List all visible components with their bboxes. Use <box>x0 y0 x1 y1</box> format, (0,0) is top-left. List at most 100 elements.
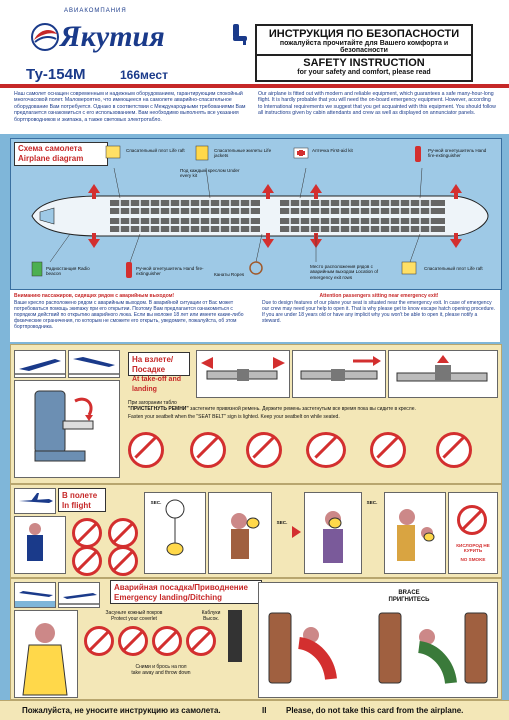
label-ropes: Канаты Ropes <box>214 272 245 277</box>
seat-upright-icon <box>34 390 94 462</box>
no-walking-icon <box>72 518 102 548</box>
belt-panel-2 <box>292 350 386 398</box>
no-phone-icon <box>370 432 406 468</box>
oxygen-mask-wear-icon <box>323 511 343 563</box>
oxygen-step-4 <box>384 492 446 574</box>
no-smoking-panel: КИСЛОРОД НЕ КУРИТЬ NO SMOKE <box>448 492 498 574</box>
emergency-title-en: Emergency landing/Ditching <box>114 593 223 602</box>
seatbelt-ru-prefix: При загорании табло <box>128 400 177 406</box>
diagram-title: Схема самолета Airplane diagram <box>14 142 108 166</box>
emergency-title-ru: Аварийная посадка/Приводнение <box>114 583 249 592</box>
life-raft-bottom-icon <box>401 261 417 275</box>
rope-icon <box>249 261 263 275</box>
footer-page: II <box>262 706 267 715</box>
intro-section: Наш самолет оснащен современным и надежн… <box>0 88 509 134</box>
coverlet-ru: Засуньте кожный покров <box>105 610 163 616</box>
oxygen-step-1 <box>144 492 206 574</box>
diagram-title-en: Airplane diagram <box>18 154 84 163</box>
plane-ditching-icon <box>15 591 55 607</box>
no-high-heels-icon <box>186 626 216 656</box>
oxygen-step-2 <box>208 492 272 574</box>
emergency-landing-title: Аварийная посадка/Приводнение Emergency … <box>110 580 262 604</box>
life-jacket-icon <box>195 145 209 161</box>
fire-extinguisher-icon <box>415 146 421 162</box>
throw-ru: Сними и брось на пол <box>135 664 187 670</box>
seat-count: 166мест <box>120 68 168 82</box>
seatbelt-sign-text: При загорании табло "ПРИСТЕГНУТЬ РЕМНИ" … <box>124 398 496 424</box>
seatback-tray-panel <box>14 380 120 478</box>
oxygen-mask-child-icon <box>397 509 435 561</box>
no-bag-icon <box>72 546 102 576</box>
seat-icon <box>233 24 247 45</box>
airplane-diagram <box>31 145 489 278</box>
exit-row-ru: Ваше кресло расположено рядом с аварийны… <box>14 300 244 330</box>
label-radio: Радиостанция Radio beacon <box>46 266 90 277</box>
takeoff-plane-panel <box>14 350 66 378</box>
heel-ru: Каблуки <box>201 610 221 616</box>
label-under-seat: Под каждым креслом Under every kit <box>180 168 240 179</box>
exit-row-warning: Вниманию пассажиров, сидящих рядом с ава… <box>10 290 500 342</box>
diagram-title-ru: Схема самолета <box>18 144 83 153</box>
no-lavatory-icon <box>108 518 138 548</box>
brace-position-icon <box>268 612 488 685</box>
inflight-title-en: In flight <box>62 501 91 510</box>
exit-row-en: Due to design features of our plane your… <box>262 300 496 324</box>
no-laptop-icon <box>306 432 346 468</box>
radio-beacon-icon <box>31 261 43 277</box>
sec-label-3: SEC. <box>366 500 378 505</box>
en-title-box: SAFETY INSTRUCTION for your safety and c… <box>255 54 473 82</box>
no-pocket-icon <box>108 546 138 576</box>
seatbelt-ru-sign: "ПРИСТЕГНУТЬ РЕМНИ" <box>128 406 189 412</box>
inflight-steward-panel <box>14 516 66 574</box>
no-smoking-en: NO SMOKE <box>460 557 486 562</box>
footer-ru: Пожалуйста, не уносите инструкцию из сам… <box>22 706 221 715</box>
exit-row-ru-title: Вниманию пассажиров, сидящих рядом с ава… <box>14 293 175 299</box>
ru-title-box: ИНСТРУКЦИЯ ПО БЕЗОПАСНОСТИ пожалуйста пр… <box>255 24 473 56</box>
exit-row-en-title: Attention passengers sitting near emerge… <box>319 293 439 299</box>
plane-emergency-icon <box>59 593 99 605</box>
belt-panel-1 <box>196 350 290 398</box>
company-name: Якутия <box>60 20 165 53</box>
label-life-jackets: Спасательные жилеты Life jackets <box>214 148 272 159</box>
inflight-title: В полете In flight <box>58 488 106 512</box>
life-raft-icon <box>105 145 121 159</box>
step-arrow-icon-1 <box>292 526 301 538</box>
ru-title: ИНСТРУКЦИЯ ПО БЕЗОПАСНОСТИ <box>268 28 460 40</box>
seatbelt-ru: застегните привязной ремень. Держите рем… <box>190 406 416 412</box>
red-stripe <box>0 84 509 88</box>
fire-extinguisher-bottom-icon <box>126 262 132 278</box>
intro-ru: Наш самолет оснащен современным и надежн… <box>14 91 246 123</box>
seatbelt-tighten-icon <box>300 356 381 381</box>
footer-en: Please, do not take this card from the a… <box>286 706 464 715</box>
takeoff-title: На взлете/Посадке At take-off and landin… <box>128 352 190 393</box>
airline-logo-icon <box>31 23 59 51</box>
oxygen-step-3 <box>304 492 362 574</box>
inflight-plane-panel <box>14 488 56 514</box>
company-small-label: АВИАКОМПАНИЯ <box>64 8 127 14</box>
ditching-plane-panel <box>14 582 56 608</box>
landing-plane-panel-2 <box>58 582 100 608</box>
seatbelt-en: Fasten your seatbelt when the "SEAT BELT… <box>128 414 340 420</box>
belt-panel-3 <box>388 350 498 398</box>
label-fire-ext-top: Ручной огнетушитель Hand fire-extinguish… <box>428 148 487 159</box>
seatbelt-fasten-icon <box>201 357 285 381</box>
takeoff-title-ru: На взлете/Посадке <box>132 355 174 374</box>
throw-en: take away and throw down <box>131 670 191 676</box>
no-glasses-icon <box>84 626 114 656</box>
footer: Пожалуйста, не уносите инструкцию из сам… <box>0 700 509 720</box>
en-subtitle: for your safety and comfort, please read <box>297 69 431 76</box>
label-fire-ext-bottom: Ручной огнетушитель Hand fire-extinguish… <box>136 266 204 277</box>
oxygen-mask-drop-icon <box>165 499 185 556</box>
sec-label-2: SEC. <box>276 520 288 525</box>
inflight-title-ru: В полете <box>62 491 98 500</box>
label-first-aid: Аптечка First-aid kit <box>312 148 353 153</box>
no-gameboy-icon <box>436 432 472 468</box>
landing-plane-panel <box>68 350 120 378</box>
sec-label-1: SEC. <box>150 500 162 505</box>
label-life-raft: Спасательный плот Life raft <box>126 148 185 153</box>
plane-landing-icon <box>69 357 119 375</box>
no-smoking-ru: КИСЛОРОД НЕ КУРИТЬ <box>456 543 490 554</box>
takeoff-title-en: At take-off and landing <box>132 376 181 393</box>
label-life-raft-bottom: Спасательный плот Life raft <box>424 266 483 271</box>
